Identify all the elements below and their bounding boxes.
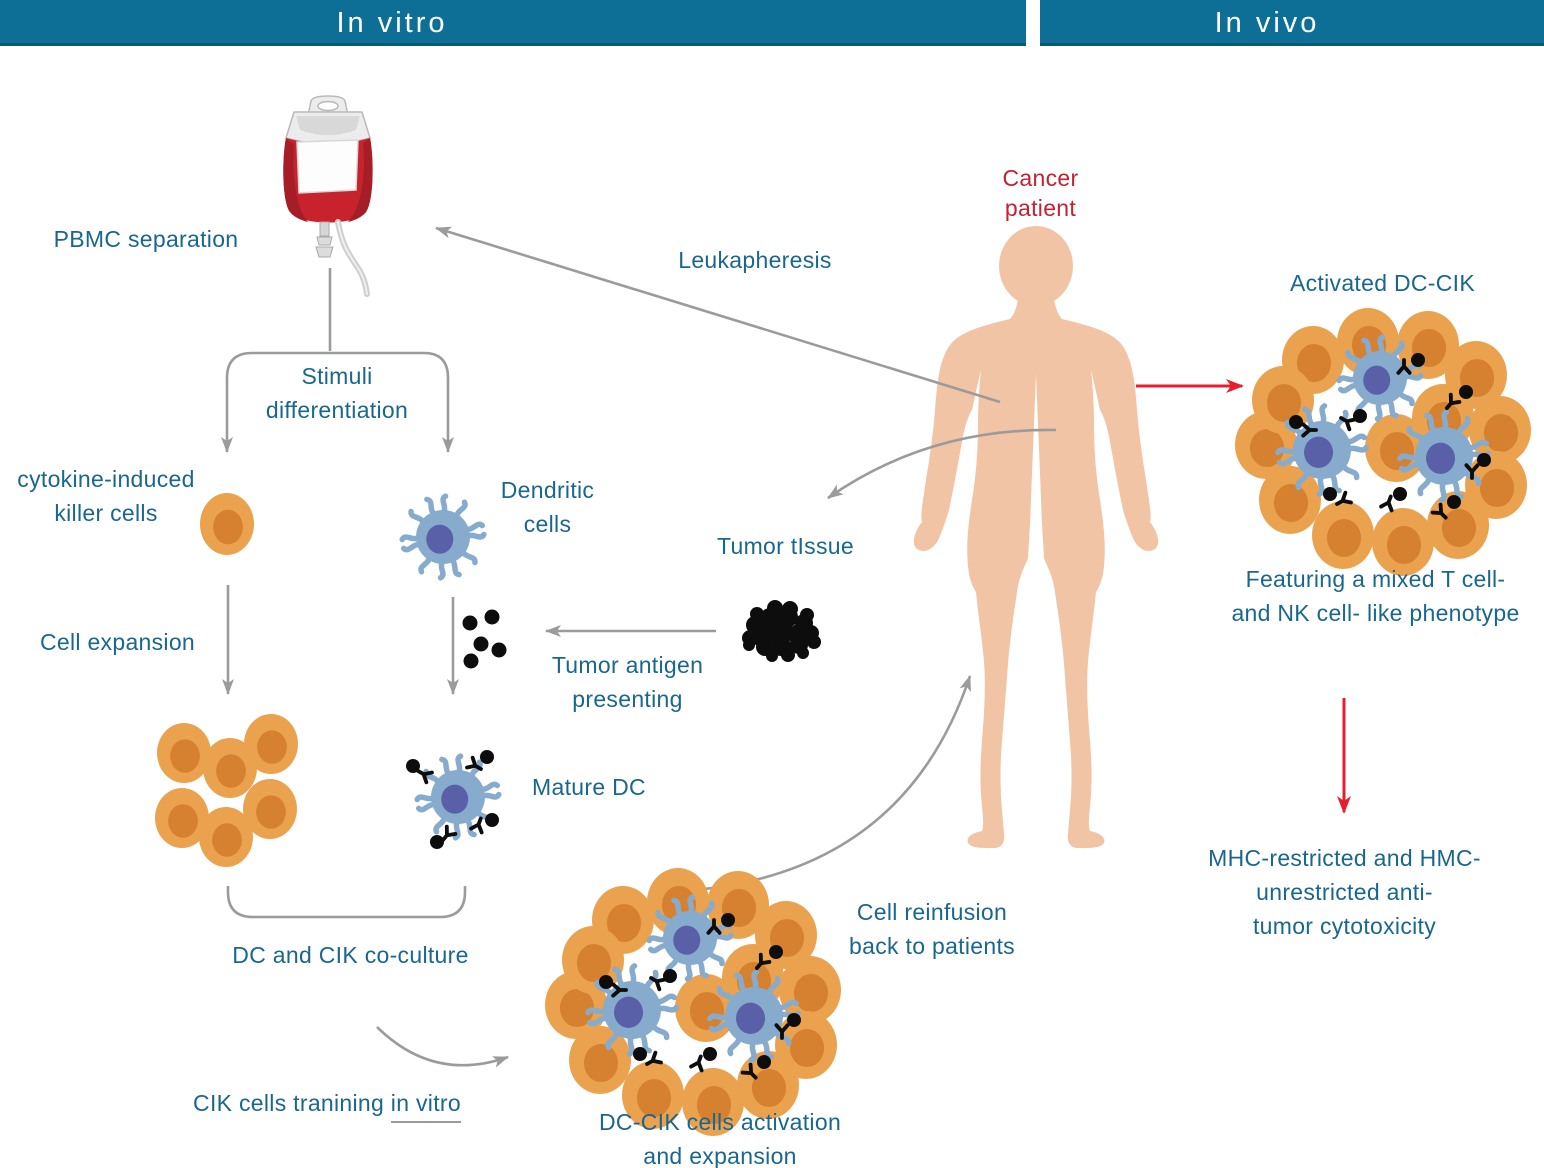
antigen-dot [406,759,420,773]
tumor-tissue-label: Tumor tIssue [717,533,854,559]
antigen-dot [782,601,798,617]
mature-dc-label: Mature DC [532,774,646,800]
antibody-icon [1464,463,1480,480]
cik-training-label: CIK cells tranining in vitro [152,1086,502,1123]
antigen-dots-icon [462,609,507,669]
dccik-cluster-icon [545,868,841,1136]
in-vitro-header-bar [0,0,1026,46]
branch-connector [221,268,454,453]
antibody-icon [1301,422,1318,438]
in-vivo-title: In vivo [1214,7,1320,39]
antibody-icon [611,982,628,998]
antibody-icon [1379,494,1394,513]
antigen-dot [480,750,494,764]
antigen-dot [473,636,489,652]
antigen-dot [485,813,499,827]
antigen-dot [1447,495,1461,509]
training-arrow [376,1026,509,1068]
antibody-icon [740,1062,758,1080]
antigen-dot [484,609,500,625]
stimuli-differentiation-label: Stimuli differentiation [265,363,409,423]
dccik-activation-label: DC-CIK cells activation and expansion [598,1109,842,1168]
antibody-icon [706,918,722,935]
antibody-icon [1335,490,1353,506]
antibody-icon [416,769,434,785]
co-culture-label: DC and CIK co-culture [232,942,469,968]
antigen-dot [463,653,479,669]
dendritic-cell-icon [399,493,487,581]
antibody-icon [1430,502,1448,520]
antigen-dot [769,945,783,959]
antigen-dot [1411,353,1425,367]
antibody-icon [1396,358,1412,375]
tumor-tissue-arrow [827,428,1057,500]
activated-dccik-label: Activated DC-CIK [1289,270,1475,296]
antibody-icon [1444,392,1462,411]
reinfusion-arrow [694,675,972,892]
antibody-icon [649,976,667,992]
cik-training-text: CIK cells tranining [193,1090,391,1116]
antibody-icon [645,1050,663,1066]
antigen-dot [633,1047,647,1061]
antigen-dot [797,647,809,659]
cell-expansion-label: Cell expansion [39,629,196,655]
antigen-dot [766,650,778,662]
tumor-tissue-icon [742,600,821,662]
antigen-dot [491,642,507,658]
antigen-dot [1289,415,1303,429]
dendritic-cells-label: Dendritic cells [500,477,595,537]
patient-silhouette [913,226,1159,849]
cik-cell-icon [200,493,254,555]
antibody-icon [440,824,458,843]
antibody-icon [689,1054,704,1073]
cell-reinfusion-label: Cell reinfusion back to patients [849,899,1015,959]
antigen-dot [1393,487,1407,501]
antigen-dot [750,607,764,621]
antigen-dot [781,648,795,662]
antigen-dot [703,1047,717,1061]
antigen-dot [430,835,444,849]
antigen-dot [462,615,478,631]
antigen-dot [807,635,821,649]
pbmc-separation-label: PBMC separation [53,226,239,252]
activated-dccik-cluster-icon [1235,308,1531,576]
coculture-bracket [226,886,467,919]
mature-dc-icon [406,750,502,849]
antigen-dot [800,608,814,622]
antigen-dot [787,1013,801,1027]
antigen-dot [743,639,755,651]
mhc-cytotoxicity-label: MHC-restricted and HMC- unrestricted ant… [1208,845,1481,939]
cancer-patient-label: Cancer patient [1002,165,1079,221]
antibody-icon [754,952,772,971]
leukapheresis-arrow [435,226,1001,404]
cik-cells-label: cytokine-induced killer cells [17,466,195,526]
antibody-icon [465,755,483,771]
tumor-antigen-label: Tumor antigen presenting [551,652,704,712]
antigen-dot [1323,487,1337,501]
in-vitro-title: In vitro [336,7,448,39]
antigen-dot [1477,453,1491,467]
antibody-icon [1339,416,1357,432]
featuring-phenotype-label: Featuring a mixed T cell- and NK cell- l… [1231,566,1520,626]
antigen-dot [767,600,783,616]
antibody-icon [774,1023,790,1040]
cik-training-underlined-text: in vitro [390,1090,461,1123]
antibody-icon [469,816,484,835]
antigen-dot [757,1055,771,1069]
expansion-cluster-icon [155,714,298,867]
leukapheresis-label: Leukapheresis [678,247,832,273]
antigen-dot [599,975,613,989]
blood-bag-icon [283,95,373,297]
antigen-dot [1459,385,1473,399]
antigen-dot [721,913,735,927]
in-vivo-header-bar [1040,0,1544,46]
